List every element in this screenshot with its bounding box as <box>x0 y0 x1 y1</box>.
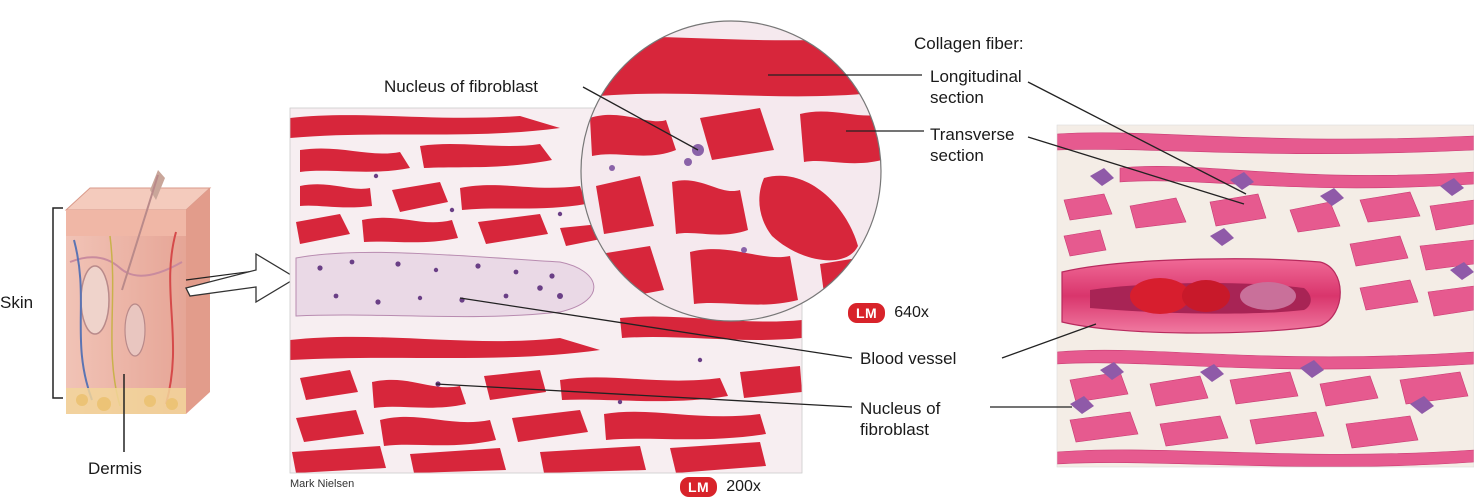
nucleus-of-fibroblast-label-top: Nucleus of fibroblast <box>384 76 538 97</box>
longitudinal-section-label: Longitudinal section <box>930 66 1022 108</box>
right-illustration <box>1057 125 1474 467</box>
collagen-fiber-heading: Collagen fiber: <box>914 33 1024 54</box>
lm-badge-main: LM <box>680 477 717 497</box>
skin-bracket <box>53 208 63 398</box>
inset-magnification: LM 640x <box>848 303 929 323</box>
skin-label: Skin <box>0 292 33 313</box>
main-magnification: LM 200x <box>680 477 761 497</box>
blood-vessel-label: Blood vessel <box>860 348 956 369</box>
nucleus-bottom-line-2: fibroblast <box>860 419 940 440</box>
transverse-line-1: Transverse <box>930 124 1014 145</box>
main-magnification-value: 200x <box>726 478 761 496</box>
longitudinal-line-2: section <box>930 87 1022 108</box>
nucleus-bottom-line-1: Nucleus of <box>860 398 940 419</box>
longitudinal-line-1: Longitudinal <box>930 66 1022 87</box>
lm-badge-inset: LM <box>848 303 885 323</box>
photo-credit: Mark Nielsen <box>290 478 354 490</box>
transverse-line-2: section <box>930 145 1014 166</box>
dermis-label: Dermis <box>88 458 142 479</box>
transverse-section-label: Transverse section <box>930 124 1014 166</box>
nucleus-of-fibroblast-label-bottom: Nucleus of fibroblast <box>860 398 940 440</box>
inset-magnification-value: 640x <box>894 304 929 322</box>
